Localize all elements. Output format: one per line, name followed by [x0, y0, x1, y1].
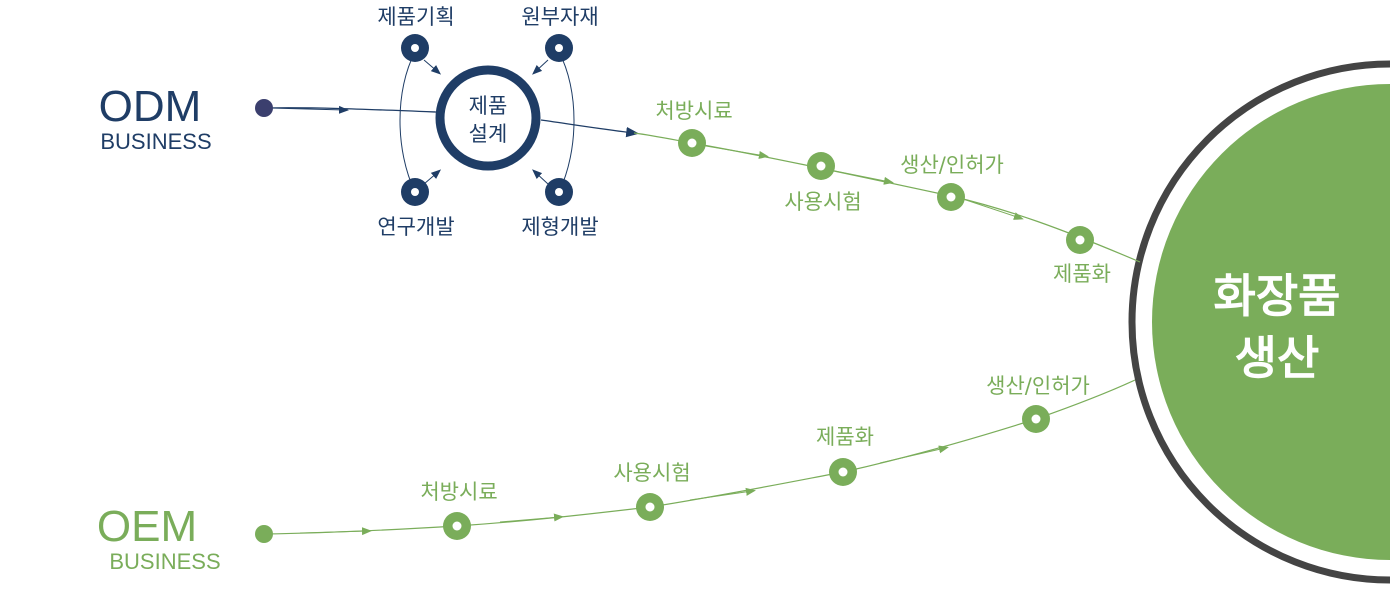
odm-step-4-label: 제품화 [1053, 262, 1111, 286]
odm-step-1-label: 처방시료 [655, 99, 732, 123]
satellite-materials-label: 원부자재 [521, 5, 598, 29]
design-hub: 제품 설계 [435, 65, 541, 171]
oem-subtitle: BUSINESS [109, 549, 220, 574]
odm-start: ODM BUSINESS [99, 82, 273, 154]
odm-title: ODM [99, 82, 202, 131]
production-circle: 화장품 생산 [1128, 60, 1390, 584]
oem-title: OEM [97, 502, 197, 551]
satellite-research: 연구개발 [377, 178, 455, 239]
design-hub-line1: 제품 [469, 94, 508, 118]
oem-flow-lines [263, 379, 1136, 536]
oem-start: OEM BUSINESS [97, 502, 273, 574]
design-hub-arcs [399, 51, 575, 193]
oem-step-1-label: 처방시료 [420, 480, 497, 504]
oem-step-3-label: 제품화 [816, 425, 874, 449]
satellite-formulation-label: 제형개발 [521, 215, 598, 239]
satellite-formulation: 제형개발 [521, 178, 599, 239]
satellite-planning-label: 제품기획 [377, 5, 454, 29]
oem-step-1: 처방시료 [420, 480, 498, 540]
oem-step-4: 생산/인허가 [986, 374, 1090, 433]
design-hub-line2: 설계 [469, 122, 508, 146]
oem-step-3: 제품화 [816, 425, 874, 486]
production-label-line1: 화장품 [1214, 269, 1341, 323]
production-label-line2: 생산 [1235, 331, 1320, 385]
satellite-planning: 제품기획 [377, 5, 455, 62]
satellite-materials: 원부자재 [521, 5, 599, 62]
satellite-research-label: 연구개발 [377, 215, 454, 239]
odm-step-2-label: 사용시험 [784, 190, 861, 214]
odm-step-1: 처방시료 [655, 99, 733, 157]
odm-step-4: 제품화 [1053, 226, 1111, 286]
oem-step-4-label: 생산/인허가 [986, 374, 1090, 398]
odm-step-2: 사용시험 [784, 152, 862, 214]
oem-step-2-label: 사용시험 [613, 461, 690, 485]
odm-step-3-label: 생산/인허가 [900, 153, 1004, 177]
odm-step-3: 생산/인허가 [900, 153, 1004, 211]
odm-subtitle: BUSINESS [100, 129, 211, 154]
oem-step-2: 사용시험 [613, 461, 691, 521]
